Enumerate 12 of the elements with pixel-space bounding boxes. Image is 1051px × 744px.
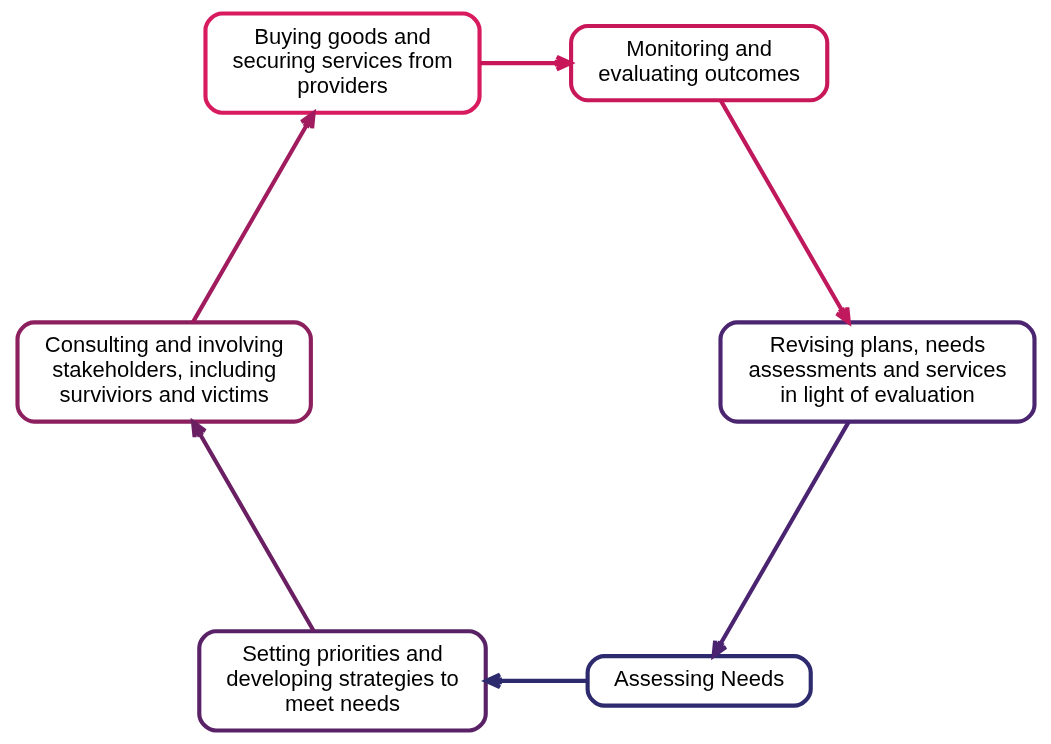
node-box: Assessing Needs (585, 654, 813, 708)
node-box: Revising plans, needs assessments and services in light of evaluation (717, 320, 1037, 424)
arrow (483, 672, 587, 690)
arrow (190, 419, 316, 633)
arrow (718, 99, 851, 325)
arrow (711, 420, 851, 658)
arrow (479, 54, 573, 72)
node-box: Setting priorities and developing strategies to meet needs (196, 629, 488, 733)
arrow (190, 111, 316, 324)
node-box: Buying goods and securing services from providers (202, 11, 482, 115)
node-box: Consulting and involving stakeholders, including surviviors and victims (14, 320, 313, 424)
node-box: Monitoring and evaluating outcomes (568, 23, 829, 103)
